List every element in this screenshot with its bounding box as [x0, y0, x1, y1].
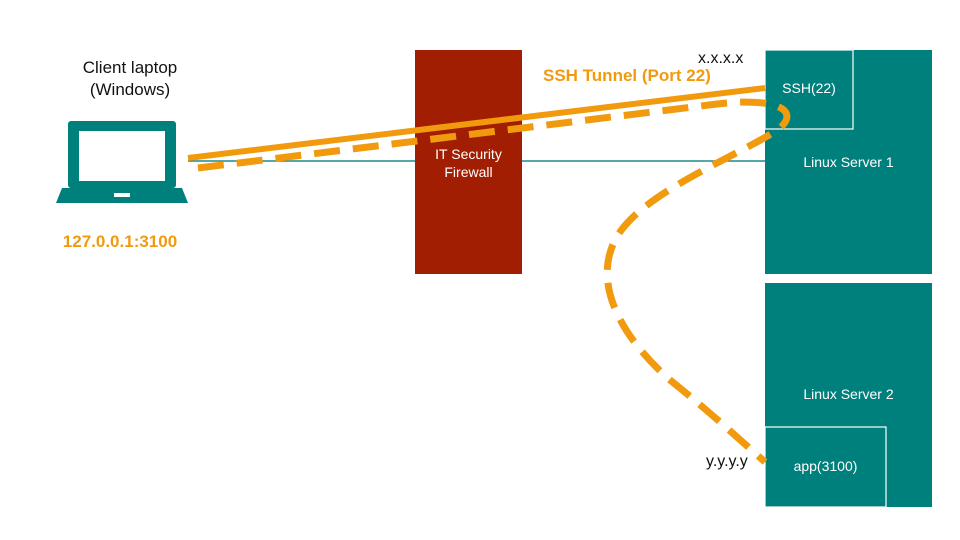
- linux-server-1-label: Linux Server 1: [803, 154, 894, 170]
- ssh-port-box: [764, 49, 854, 130]
- client-address: 127.0.0.1:3100: [62, 232, 178, 251]
- client-label: Client laptop (Windows): [40, 57, 220, 101]
- linux-server-2-label: Linux Server 2: [803, 386, 894, 402]
- app-port-box: [764, 426, 887, 508]
- ssh-port-label: SSH(22): [782, 80, 836, 96]
- app-port-label: app(3100): [793, 458, 858, 474]
- firewall-label-line1: IT Security: [435, 146, 502, 162]
- laptop-icon: [56, 121, 188, 203]
- server2-ip: y.y.y.y: [706, 453, 748, 470]
- server1-ip: x.x.x.x: [698, 50, 744, 67]
- client-label-line1: Client laptop: [82, 58, 178, 77]
- firewall-label-line2: Firewall: [444, 164, 493, 180]
- client-label-line2: (Windows): [89, 80, 171, 99]
- firewall-label: IT Security Firewall: [415, 145, 522, 181]
- firewall-box: [415, 50, 522, 274]
- ssh-tunnel-label: SSH Tunnel (Port 22): [543, 66, 711, 85]
- ssh-tunnel-dashed-path: [197, 98, 791, 465]
- ssh-tunnel-solid-line: [187, 85, 766, 161]
